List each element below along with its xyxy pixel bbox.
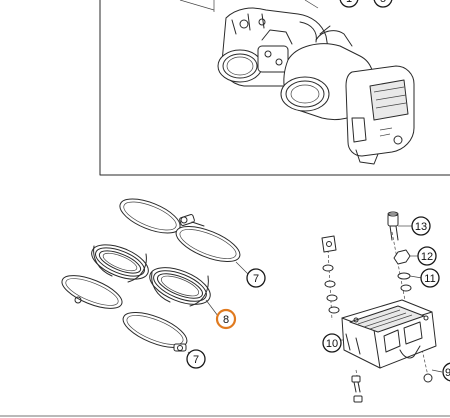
callout-clamp-lower-label: 7 xyxy=(193,354,199,366)
callout-control-unit-label: 10 xyxy=(326,338,338,350)
callout-nut-label: 12 xyxy=(421,251,433,263)
intake-boot-left xyxy=(91,244,149,283)
control-unit-group xyxy=(321,211,437,403)
callout-top-partial-b[interactable]: 5 xyxy=(373,0,393,8)
callout-intake-boot[interactable]: 8 xyxy=(215,308,237,330)
clamp-lower-left xyxy=(61,275,123,309)
inset-frame xyxy=(99,0,450,176)
callout-clamp-upper[interactable]: 7 xyxy=(246,268,266,288)
callout-edge-partial-label: 9 xyxy=(445,367,450,379)
callout-washer-label: 11 xyxy=(424,273,435,285)
callout-edge-partial[interactable]: 9 xyxy=(442,362,450,382)
callout-screw[interactable]: 13 xyxy=(411,216,431,236)
callout-nut[interactable]: 12 xyxy=(417,246,437,266)
callout-top-partial-a[interactable]: 1 xyxy=(339,0,359,8)
callout-top-partial-b-label: 5 xyxy=(380,0,386,5)
throttle-body-assembly xyxy=(217,7,415,165)
clamp-upper-left xyxy=(119,198,181,234)
callout-control-unit[interactable]: 10 xyxy=(322,333,342,353)
callout-screw-label: 13 xyxy=(415,221,427,233)
callout-washer[interactable]: 11 xyxy=(420,268,440,288)
callout-clamp-upper-label: 7 xyxy=(253,273,259,285)
intake-boot-right xyxy=(149,267,211,307)
callout-intake-boot-label: 8 xyxy=(223,314,229,326)
callout-top-partial-a-label: 1 xyxy=(346,0,352,5)
clamp-lower-right xyxy=(122,311,188,352)
callout-clamp-lower[interactable]: 7 xyxy=(186,349,206,369)
clamp-upper-right xyxy=(175,214,241,263)
